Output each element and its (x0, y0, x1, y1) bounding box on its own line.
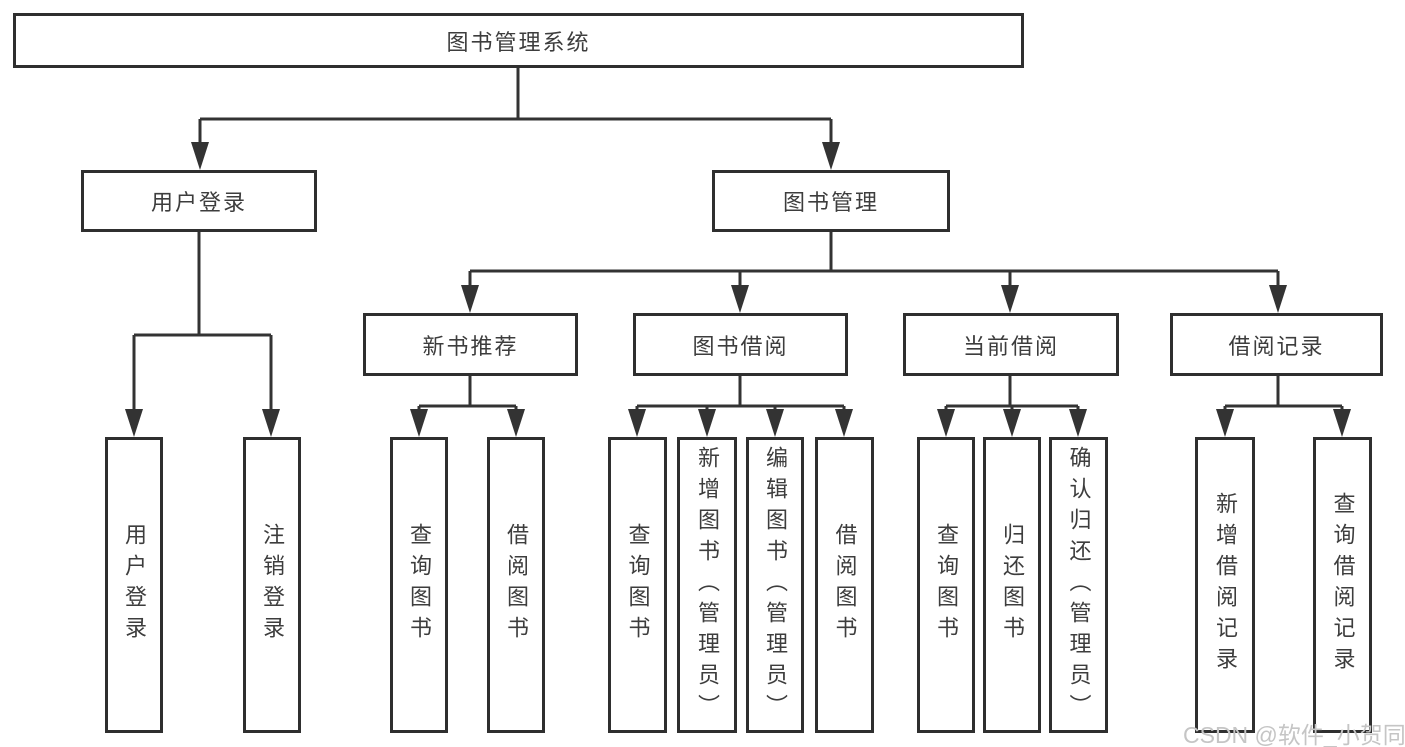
leaf-br-add-record: 新增借阅记录 (1195, 437, 1255, 733)
node-new-book-recommend: 新书推荐 (363, 313, 578, 376)
leaf-bb-edit-books-admin: 编辑图书（管理员） (746, 437, 804, 733)
arrowhead (262, 409, 280, 437)
leaf-bb-add-books-admin: 新增图书（管理员） (677, 437, 737, 733)
arrowhead (628, 409, 646, 437)
arrowhead (835, 409, 853, 437)
connector-book-management-children (461, 232, 1287, 313)
arrowhead (461, 285, 479, 313)
node-book-management: 图书管理 (712, 170, 950, 232)
arrowhead (191, 142, 209, 170)
leaf-bb-query-books: 查询图书 (608, 437, 667, 733)
arrowhead (1069, 409, 1087, 437)
arrowhead (1003, 409, 1021, 437)
arrowhead (937, 409, 955, 437)
arrowhead (507, 409, 525, 437)
connector-root-to-level2 (191, 68, 840, 170)
connector-book-borrowing-children (628, 376, 853, 437)
arrowhead (698, 409, 716, 437)
leaf-user-login: 用户登录 (105, 437, 163, 733)
connector-user-login-children (125, 232, 280, 437)
arrowhead (410, 409, 428, 437)
csdn-watermark: CSDN @软件_小贺同学 (1183, 722, 1405, 747)
connector-current-borrowing-children (937, 376, 1087, 437)
arrowhead (1216, 409, 1234, 437)
leaf-cb-confirm-return-admin: 确认归还（管理员） (1049, 437, 1108, 733)
connector-borrow-records-children (1216, 376, 1351, 437)
leaf-bb-borrow-books: 借阅图书 (815, 437, 874, 733)
arrowhead (822, 142, 840, 170)
leaf-nbr-query-books: 查询图书 (390, 437, 448, 733)
arrowhead (1269, 285, 1287, 313)
leaf-cb-query-books: 查询图书 (917, 437, 975, 733)
node-current-borrowing: 当前借阅 (903, 313, 1119, 376)
leaf-nbr-borrow-books: 借阅图书 (487, 437, 545, 733)
node-user-login: 用户登录 (81, 170, 317, 232)
node-library-management-system: 图书管理系统 (13, 13, 1024, 68)
leaf-logout-login: 注销登录 (243, 437, 301, 733)
arrowhead (731, 285, 749, 313)
arrowhead (1333, 409, 1351, 437)
node-book-borrowing: 图书借阅 (633, 313, 848, 376)
connector-new-book-recommend-children (410, 376, 525, 437)
leaf-cb-return-books: 归还图书 (983, 437, 1041, 733)
arrowhead (1001, 285, 1019, 313)
node-borrow-records: 借阅记录 (1170, 313, 1383, 376)
arrowhead (766, 409, 784, 437)
leaf-br-query-record: 查询借阅记录 (1313, 437, 1372, 733)
arrowhead (125, 409, 143, 437)
